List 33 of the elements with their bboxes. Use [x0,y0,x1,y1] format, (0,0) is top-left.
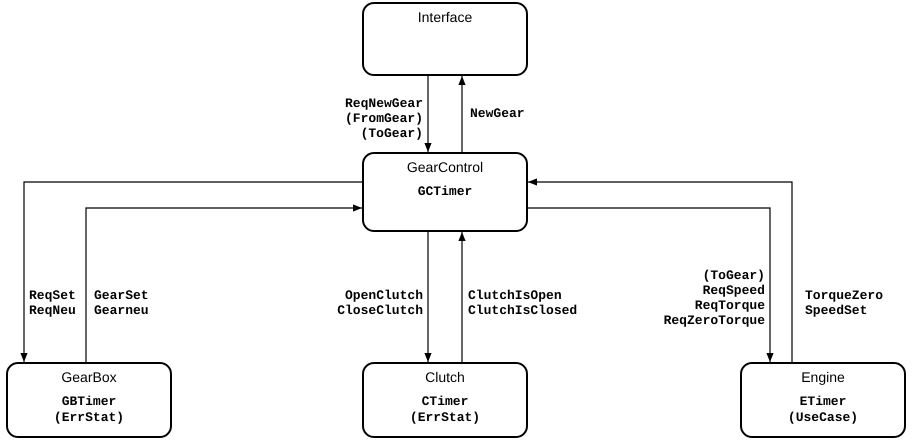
process-box [740,362,906,438]
node-detail: CTimer [422,394,468,410]
node-detail: ETimer [800,394,846,410]
node-title: Engine [801,368,845,386]
edge-label: (ToGear) ReqSpeed ReqTorque ReqZeroTorque [664,268,765,328]
process-box [6,362,172,438]
arrow [20,181,362,362]
edge-label: NewGear [470,106,525,121]
node-title: GearBox [61,368,117,386]
arrow [85,204,362,362]
arrow [424,76,432,152]
arrow [458,76,466,152]
arrow [458,232,466,362]
node-detail: GBTimer [62,394,116,410]
edge-label: GearSet Gearneu [94,288,149,318]
node-detail: (ErrStat) [410,410,480,426]
arrow [528,178,793,362]
node-detail: (UseCase) [788,410,858,426]
node-title: Clutch [425,368,465,386]
arrow [424,232,432,362]
arrow [528,207,774,362]
node-title: Interface [418,8,472,26]
process-box [362,152,528,232]
edge-label: ReqSet ReqNeu [29,288,76,318]
edge-label: ReqNewGear (FromGear) (ToGear) [344,96,423,141]
edge-label: OpenClutch CloseClutch [337,288,423,318]
node-detail: (ErrStat) [54,410,124,426]
node-detail: GCTimer [418,184,472,200]
edge-label: ClutchIsOpen ClutchIsClosed [468,288,578,318]
edge-label: TorqueZero SpeedSet [805,288,884,318]
process-box [362,2,528,76]
node-title: GearControl [406,158,484,176]
process-box [362,362,528,438]
